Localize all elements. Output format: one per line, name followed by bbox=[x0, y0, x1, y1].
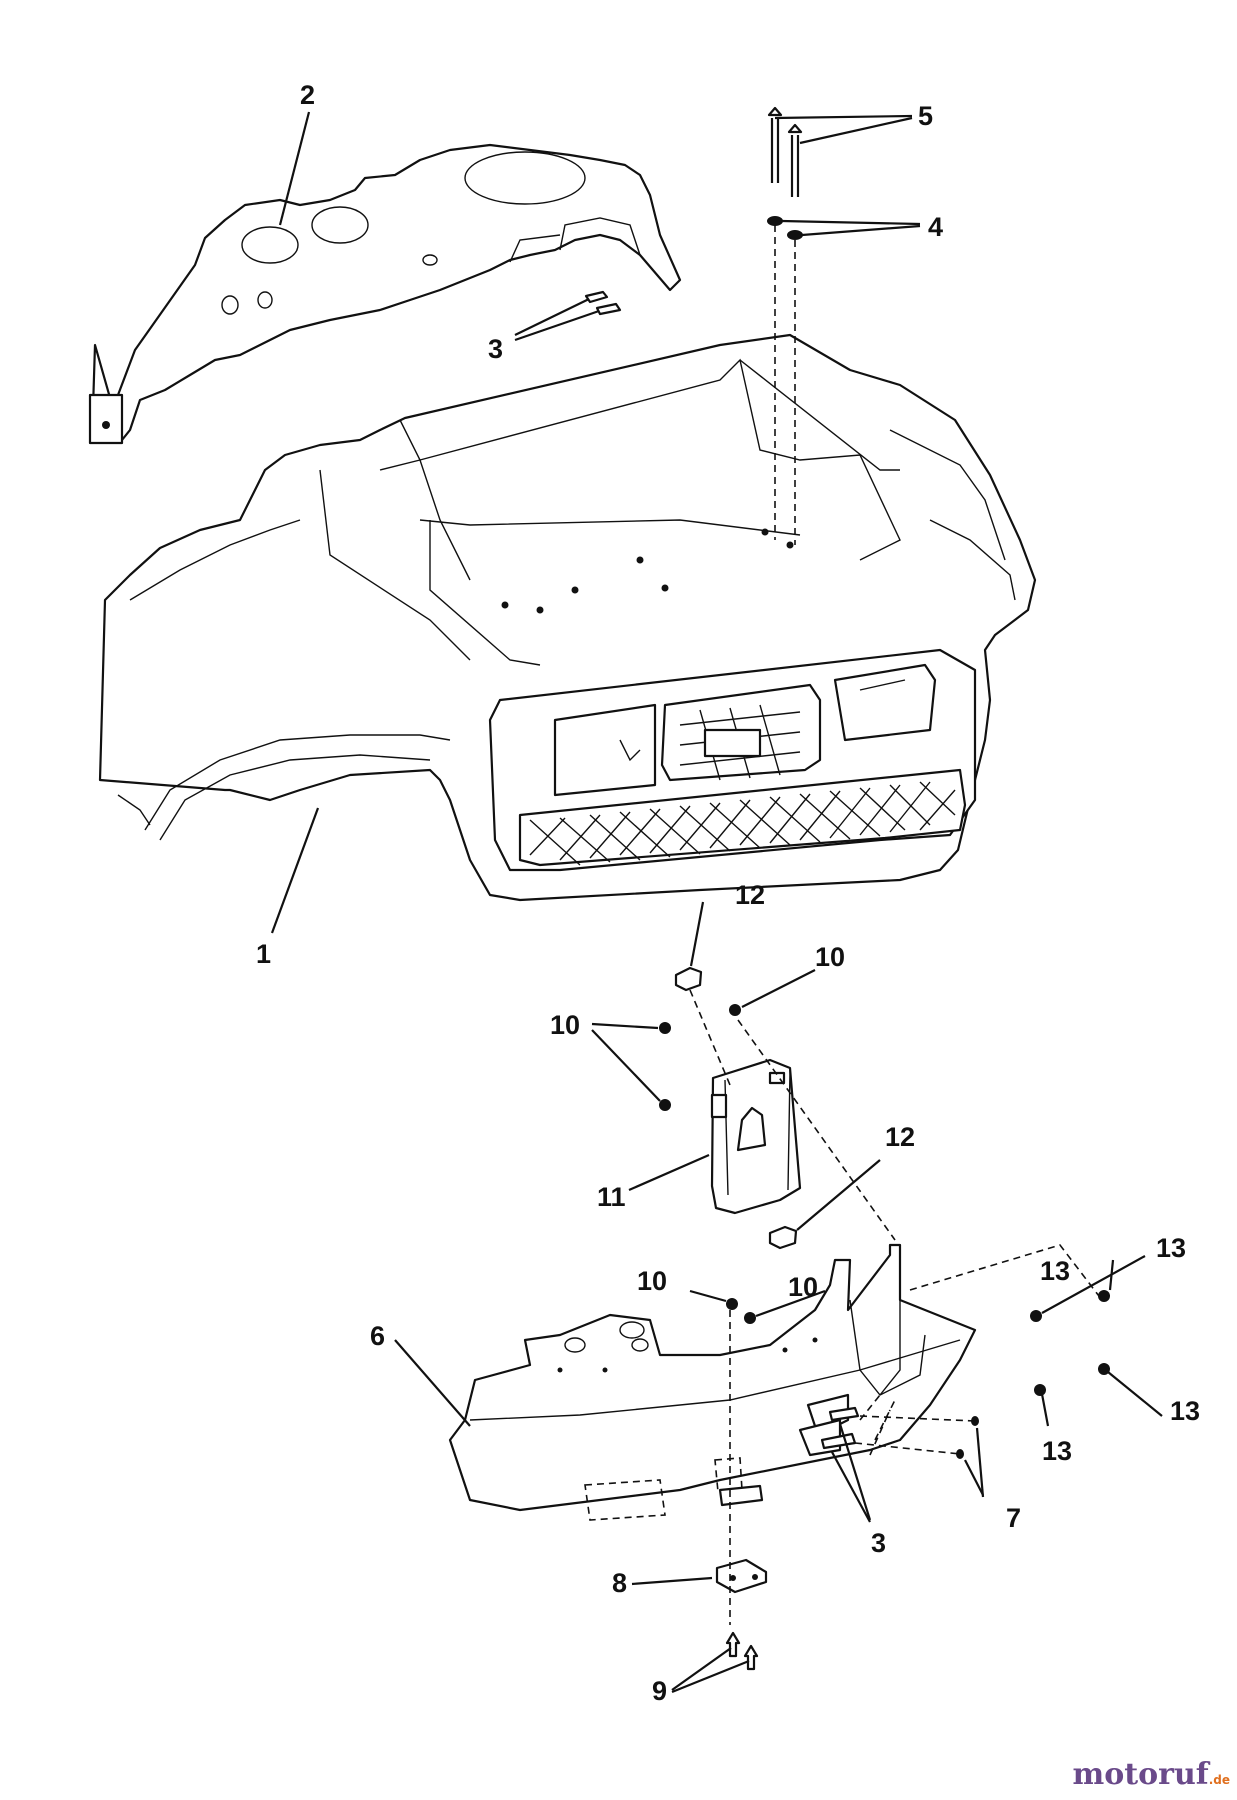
callout-5: 5 bbox=[918, 101, 933, 131]
callout-10-upper-left: 10 bbox=[550, 1010, 580, 1040]
callout-8: 8 bbox=[612, 1568, 627, 1598]
motoruf-watermark: motoruf.de bbox=[1073, 1757, 1230, 1792]
callout-13-top-right: 13 bbox=[1156, 1233, 1186, 1263]
callout-10-lower-right: 10 bbox=[788, 1272, 818, 1302]
screws bbox=[725, 1631, 759, 1671]
bumper-parts bbox=[674, 966, 798, 1250]
lower-bracket bbox=[448, 1243, 977, 1521]
callout-2: 2 bbox=[300, 80, 315, 110]
assembly-lines bbox=[689, 225, 1103, 1625]
callout-12-lower: 12 bbox=[885, 1122, 915, 1152]
callout-13-bottom-left: 13 bbox=[1042, 1436, 1072, 1466]
watermark-suffix: .de bbox=[1209, 1773, 1230, 1787]
callout-11: 11 bbox=[597, 1182, 626, 1212]
watermark-brand: motoruf bbox=[1073, 1757, 1211, 1792]
callout-10-lower-left: 10 bbox=[637, 1266, 667, 1296]
callout-13-bottom-right: 13 bbox=[1170, 1396, 1200, 1426]
callout-13-top-left: 13 bbox=[1040, 1256, 1070, 1286]
callout-12-upper: 12 bbox=[735, 880, 765, 910]
mounting-plate bbox=[710, 1058, 802, 1215]
callout-9: 9 bbox=[652, 1676, 667, 1706]
upper-fasteners bbox=[584, 290, 622, 316]
bolts bbox=[767, 106, 803, 197]
svg-text:motoruf.de: motoruf.de bbox=[1073, 1757, 1230, 1792]
callout-4: 4 bbox=[928, 212, 943, 242]
hood-shroud bbox=[98, 333, 1037, 902]
callout-3-lower: 3 bbox=[871, 1528, 886, 1558]
callout-7: 7 bbox=[1006, 1503, 1021, 1533]
callout-10-upper-right: 10 bbox=[815, 942, 845, 972]
callout-6: 6 bbox=[370, 1321, 385, 1351]
leader-lines bbox=[270, 111, 1163, 1694]
callout-1: 1 bbox=[256, 939, 271, 969]
nuts bbox=[956, 1416, 979, 1459]
callout-labels: 2 3 5 4 1 12 10 10 11 12 10 10 13 13 13 … bbox=[256, 80, 1200, 1706]
callout-3-upper: 3 bbox=[488, 334, 503, 364]
washers bbox=[767, 216, 803, 240]
hardware-dots bbox=[659, 1004, 1110, 1396]
clip-part bbox=[715, 1558, 768, 1594]
dash-support-panel bbox=[88, 143, 682, 445]
